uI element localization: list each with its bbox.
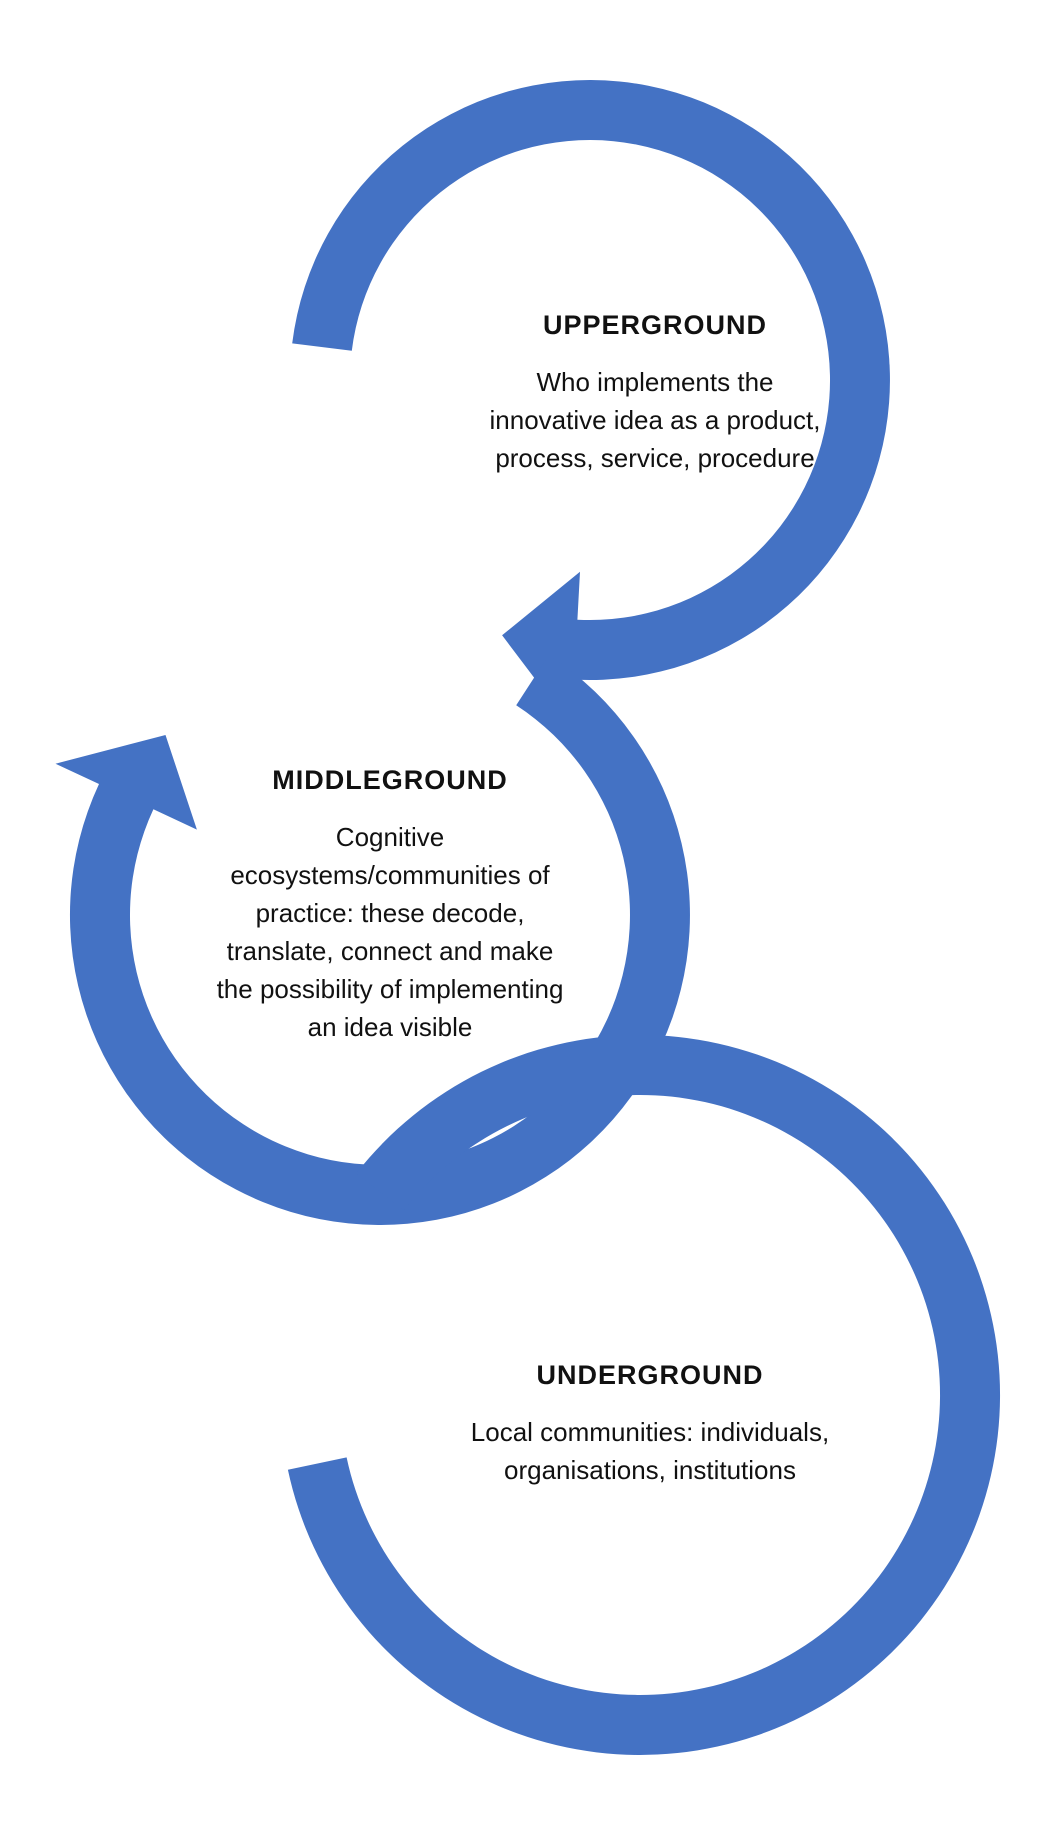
upperground-description: Who implements the innovative idea as a …	[420, 363, 890, 477]
middleground-line: translate, connect and make	[226, 936, 554, 966]
middleground-line: ecosystems/communities of	[230, 860, 550, 890]
upperground-block: UPPERGROUND Who implements the innovativ…	[420, 310, 890, 477]
underground-description: Local communities: individuals, organisa…	[390, 1413, 910, 1489]
middleground-line: practice: these decode,	[255, 898, 525, 928]
upperground-heading: UPPERGROUND	[542, 310, 768, 340]
upperground-line: Who implements the	[536, 367, 774, 397]
upperground-line: innovative idea as a product,	[489, 405, 821, 435]
middleground-heading: MIDDLEGROUND	[272, 765, 508, 795]
underground-line: Local communities: individuals,	[470, 1417, 830, 1447]
underground-block: UNDERGROUND Local communities: individua…	[390, 1360, 910, 1489]
middleground-block: MIDDLEGROUND Cognitive ecosystems/commun…	[135, 765, 645, 1046]
middleground-line: Cognitive	[335, 822, 445, 852]
upperground-line: process, service, procedure	[495, 443, 815, 473]
underground-heading: UNDERGROUND	[536, 1360, 764, 1390]
middleground-line: an idea visible	[307, 1012, 473, 1042]
middleground-description: Cognitive ecosystems/communities of prac…	[135, 818, 645, 1046]
middleground-line: the possibility of implementing	[216, 974, 564, 1004]
underground-line: organisations, institutions	[504, 1455, 796, 1485]
